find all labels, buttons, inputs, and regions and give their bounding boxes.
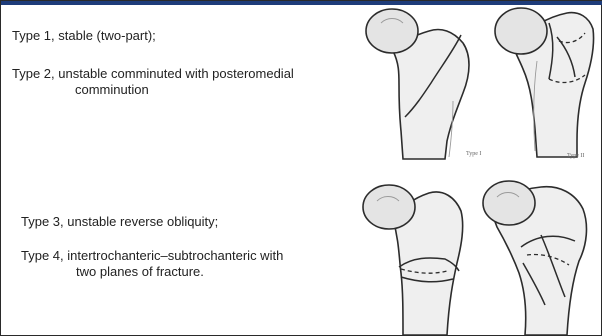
femur-type-2 <box>495 8 594 157</box>
caption-type-2: Type II <box>567 153 584 159</box>
femur-type-3 <box>363 185 463 335</box>
caption-type-1: Type I <box>466 151 481 157</box>
femur-type-1 <box>366 9 469 159</box>
femur-type-4 <box>483 181 586 335</box>
